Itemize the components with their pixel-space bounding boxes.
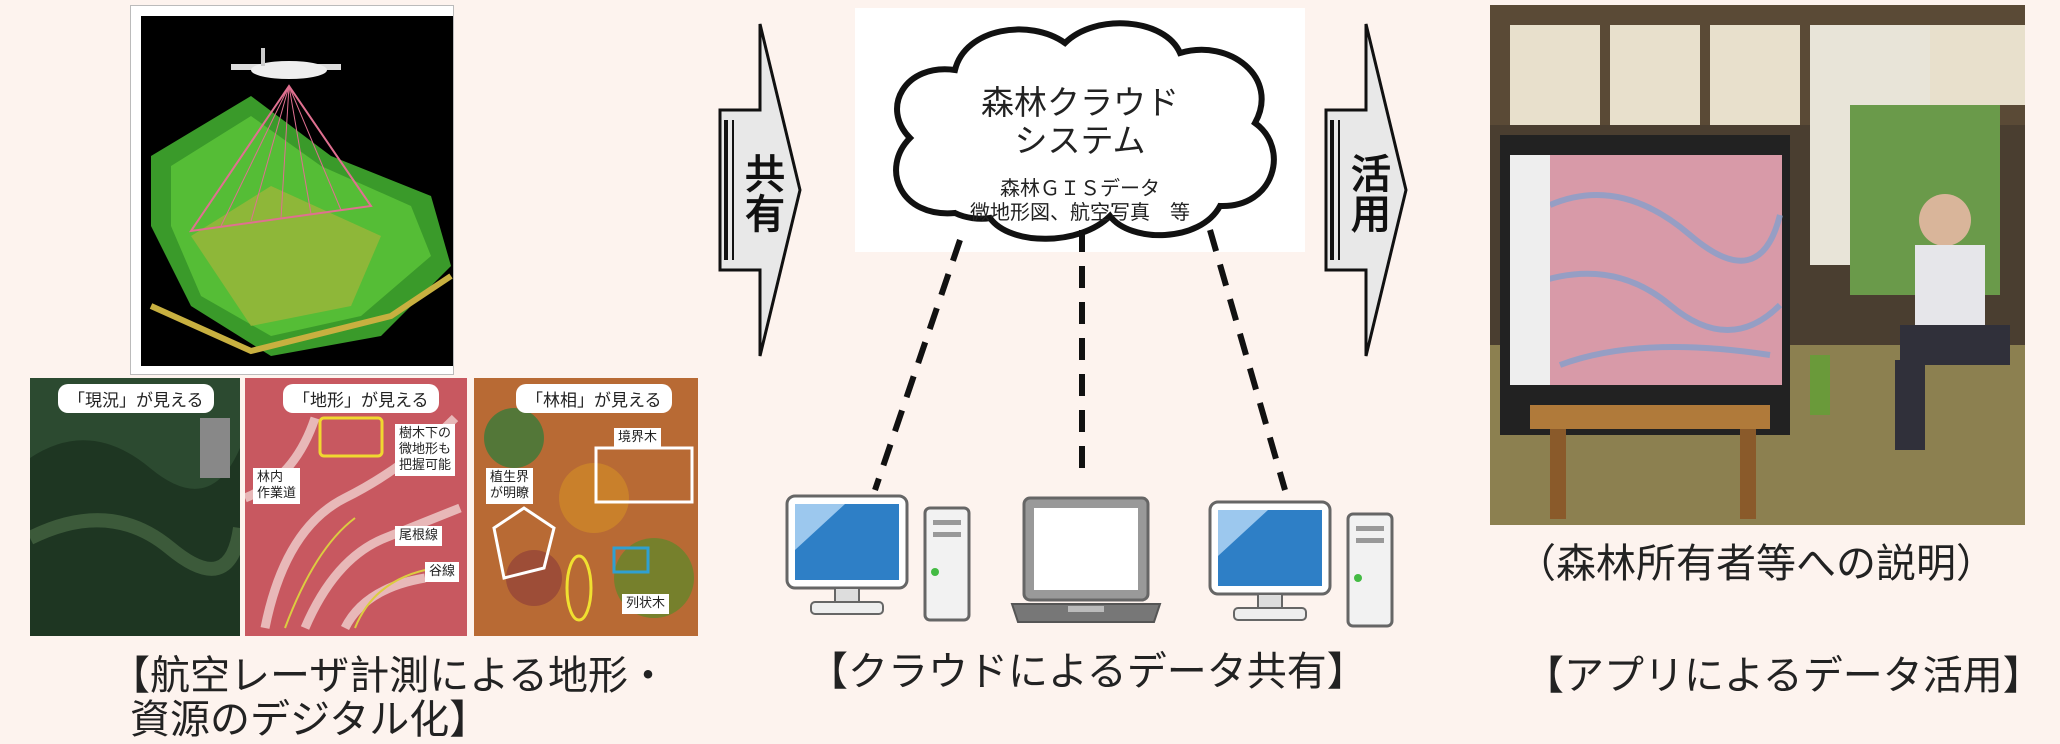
- lidar-scan-image: [130, 5, 454, 375]
- cloud-title-line1: 森林クラウド: [981, 83, 1179, 122]
- current-state-panel: 「現況」が見える: [30, 378, 240, 636]
- tv-screen: [1500, 135, 1790, 435]
- right-note: （森林所有者等への説明）: [1516, 541, 1996, 587]
- desktop-computer-icon-right: [1208, 500, 1394, 628]
- annotation-ridge-line: 尾根線: [395, 526, 443, 546]
- panel-label-forest: 「林相」が見える: [516, 384, 672, 413]
- annotation-work-road: 林内 作業道: [253, 468, 301, 504]
- annotation-micro-terrain: 樹木下の 微地形も 把握可能: [395, 424, 456, 476]
- laptop-icon: [1010, 496, 1162, 623]
- person: [1895, 194, 2010, 450]
- center-caption: 【クラウドによるデータ共有】: [808, 649, 1367, 695]
- cloud-sub-line2: 微地形図、航空写真 等: [970, 200, 1190, 224]
- network-connectors: [872, 229, 1288, 491]
- desktop-computer-icon-left: [785, 494, 971, 622]
- panel-label-terrain: 「地形」が見える: [283, 384, 439, 413]
- use-arrow-label: 活用: [1344, 153, 1390, 233]
- share-arrow-label: 共有: [738, 153, 784, 233]
- aircraft-icon: [231, 48, 341, 79]
- cloud-title-line2: システム: [1014, 121, 1146, 160]
- right-caption: 【アプリによるデータ活用】: [1524, 653, 2043, 699]
- use-arrow: [1324, 23, 1408, 357]
- annotation-boundary-tree: 境界木: [614, 428, 662, 448]
- explanation-photo: [1490, 5, 2025, 525]
- left-caption-line1: 【航空レーザ計測による地形・: [110, 653, 668, 699]
- cloud-sub-line1: 森林ＧＩＳデータ: [1000, 176, 1160, 200]
- annotation-vegetation-boundary: 植生界 が明瞭: [486, 468, 534, 504]
- annotation-row-trees: 列状木: [622, 594, 670, 614]
- panel-label-current: 「現況」が見える: [58, 384, 214, 413]
- share-arrow: [718, 23, 802, 357]
- terrain-panel: 「地形」が見える 樹木下の 微地形も 把握可能 林内 作業道 尾根線 谷線: [245, 378, 467, 636]
- left-caption-line2: 資源のデジタル化】: [130, 697, 490, 743]
- forest-type-panel: 「林相」が見える 境界木 植生界 が明瞭 列状木: [474, 378, 698, 636]
- cloud-icon: [893, 20, 1277, 242]
- annotation-valley-line: 谷線: [425, 562, 460, 582]
